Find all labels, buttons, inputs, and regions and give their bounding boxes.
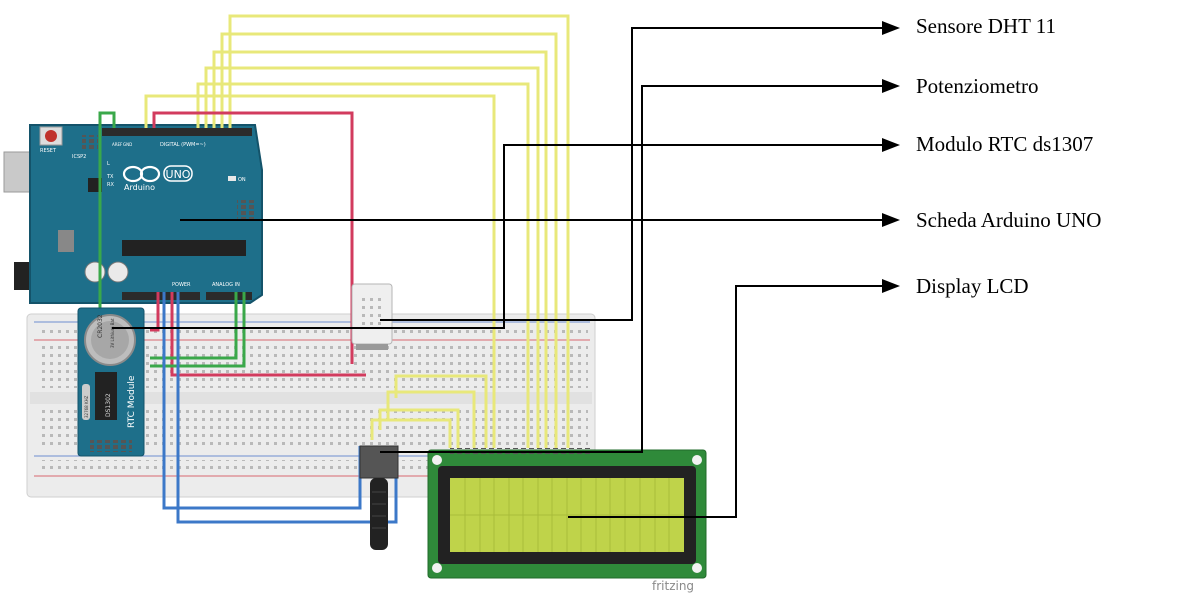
power-label: POWER	[172, 282, 191, 288]
rtc-module: CR2032 3V Lithium Bat DS1302 32768 KHZ R…	[77, 307, 145, 457]
callout-arrowheads	[882, 21, 900, 293]
callout-lines	[112, 27, 888, 518]
digital-label: DIGITAL (PWM=~)	[160, 142, 206, 148]
brand-label: Arduino	[124, 183, 155, 192]
yellow-wires	[144, 14, 570, 448]
arduino-uno-board: RESET ICSP2 DIGITAL (PWM=~) AREF GND UNO…	[3, 124, 263, 304]
label-lcd-display: Display LCD	[916, 274, 1029, 298]
analog-label: ANALOG IN	[212, 282, 240, 288]
gnd-label: GND	[123, 142, 132, 147]
aref-label: AREF	[112, 142, 123, 147]
label-rtc-module: Modulo RTC ds1307	[916, 132, 1094, 156]
lcd-display	[427, 448, 707, 579]
callout-line-lcd	[568, 285, 888, 518]
label-potentiometer: Potenziometro	[916, 74, 1039, 98]
arrowhead-arduino	[882, 213, 900, 227]
arrowhead-pot	[882, 79, 900, 93]
callout-line-dht	[380, 27, 888, 321]
arrowhead-lcd	[882, 279, 900, 293]
fritzing-watermark: fritzing	[652, 579, 694, 593]
callout-line-rtc	[112, 144, 888, 329]
module-label: RTC Module	[127, 375, 137, 428]
on-label: ON	[238, 177, 246, 183]
red-wires	[150, 111, 366, 377]
battery-label: CR2032	[97, 314, 104, 338]
chip-label: DS1302	[105, 393, 112, 417]
potentiometer	[359, 445, 399, 550]
callout-line-pot	[380, 85, 888, 453]
arduino-logo: UNO Arduino	[122, 165, 193, 192]
arrowhead-dht	[882, 21, 900, 35]
crystal-label: 32768 KHZ	[84, 395, 89, 418]
label-dht-sensor: Sensore DHT 11	[916, 14, 1056, 38]
dht11-sensor	[351, 283, 393, 350]
reset-label: RESET	[40, 148, 57, 154]
model-label: UNO	[166, 168, 191, 181]
rx-label: RX	[107, 182, 114, 188]
battery-sub-label: 3V Lithium Bat	[110, 318, 115, 348]
label-arduino-board: Scheda Arduino UNO	[916, 208, 1102, 232]
arrowhead-rtc	[882, 138, 900, 152]
icsp2-label: ICSP2	[72, 154, 86, 160]
tx-label: TX	[106, 174, 114, 180]
l-led-label: L	[107, 161, 110, 167]
